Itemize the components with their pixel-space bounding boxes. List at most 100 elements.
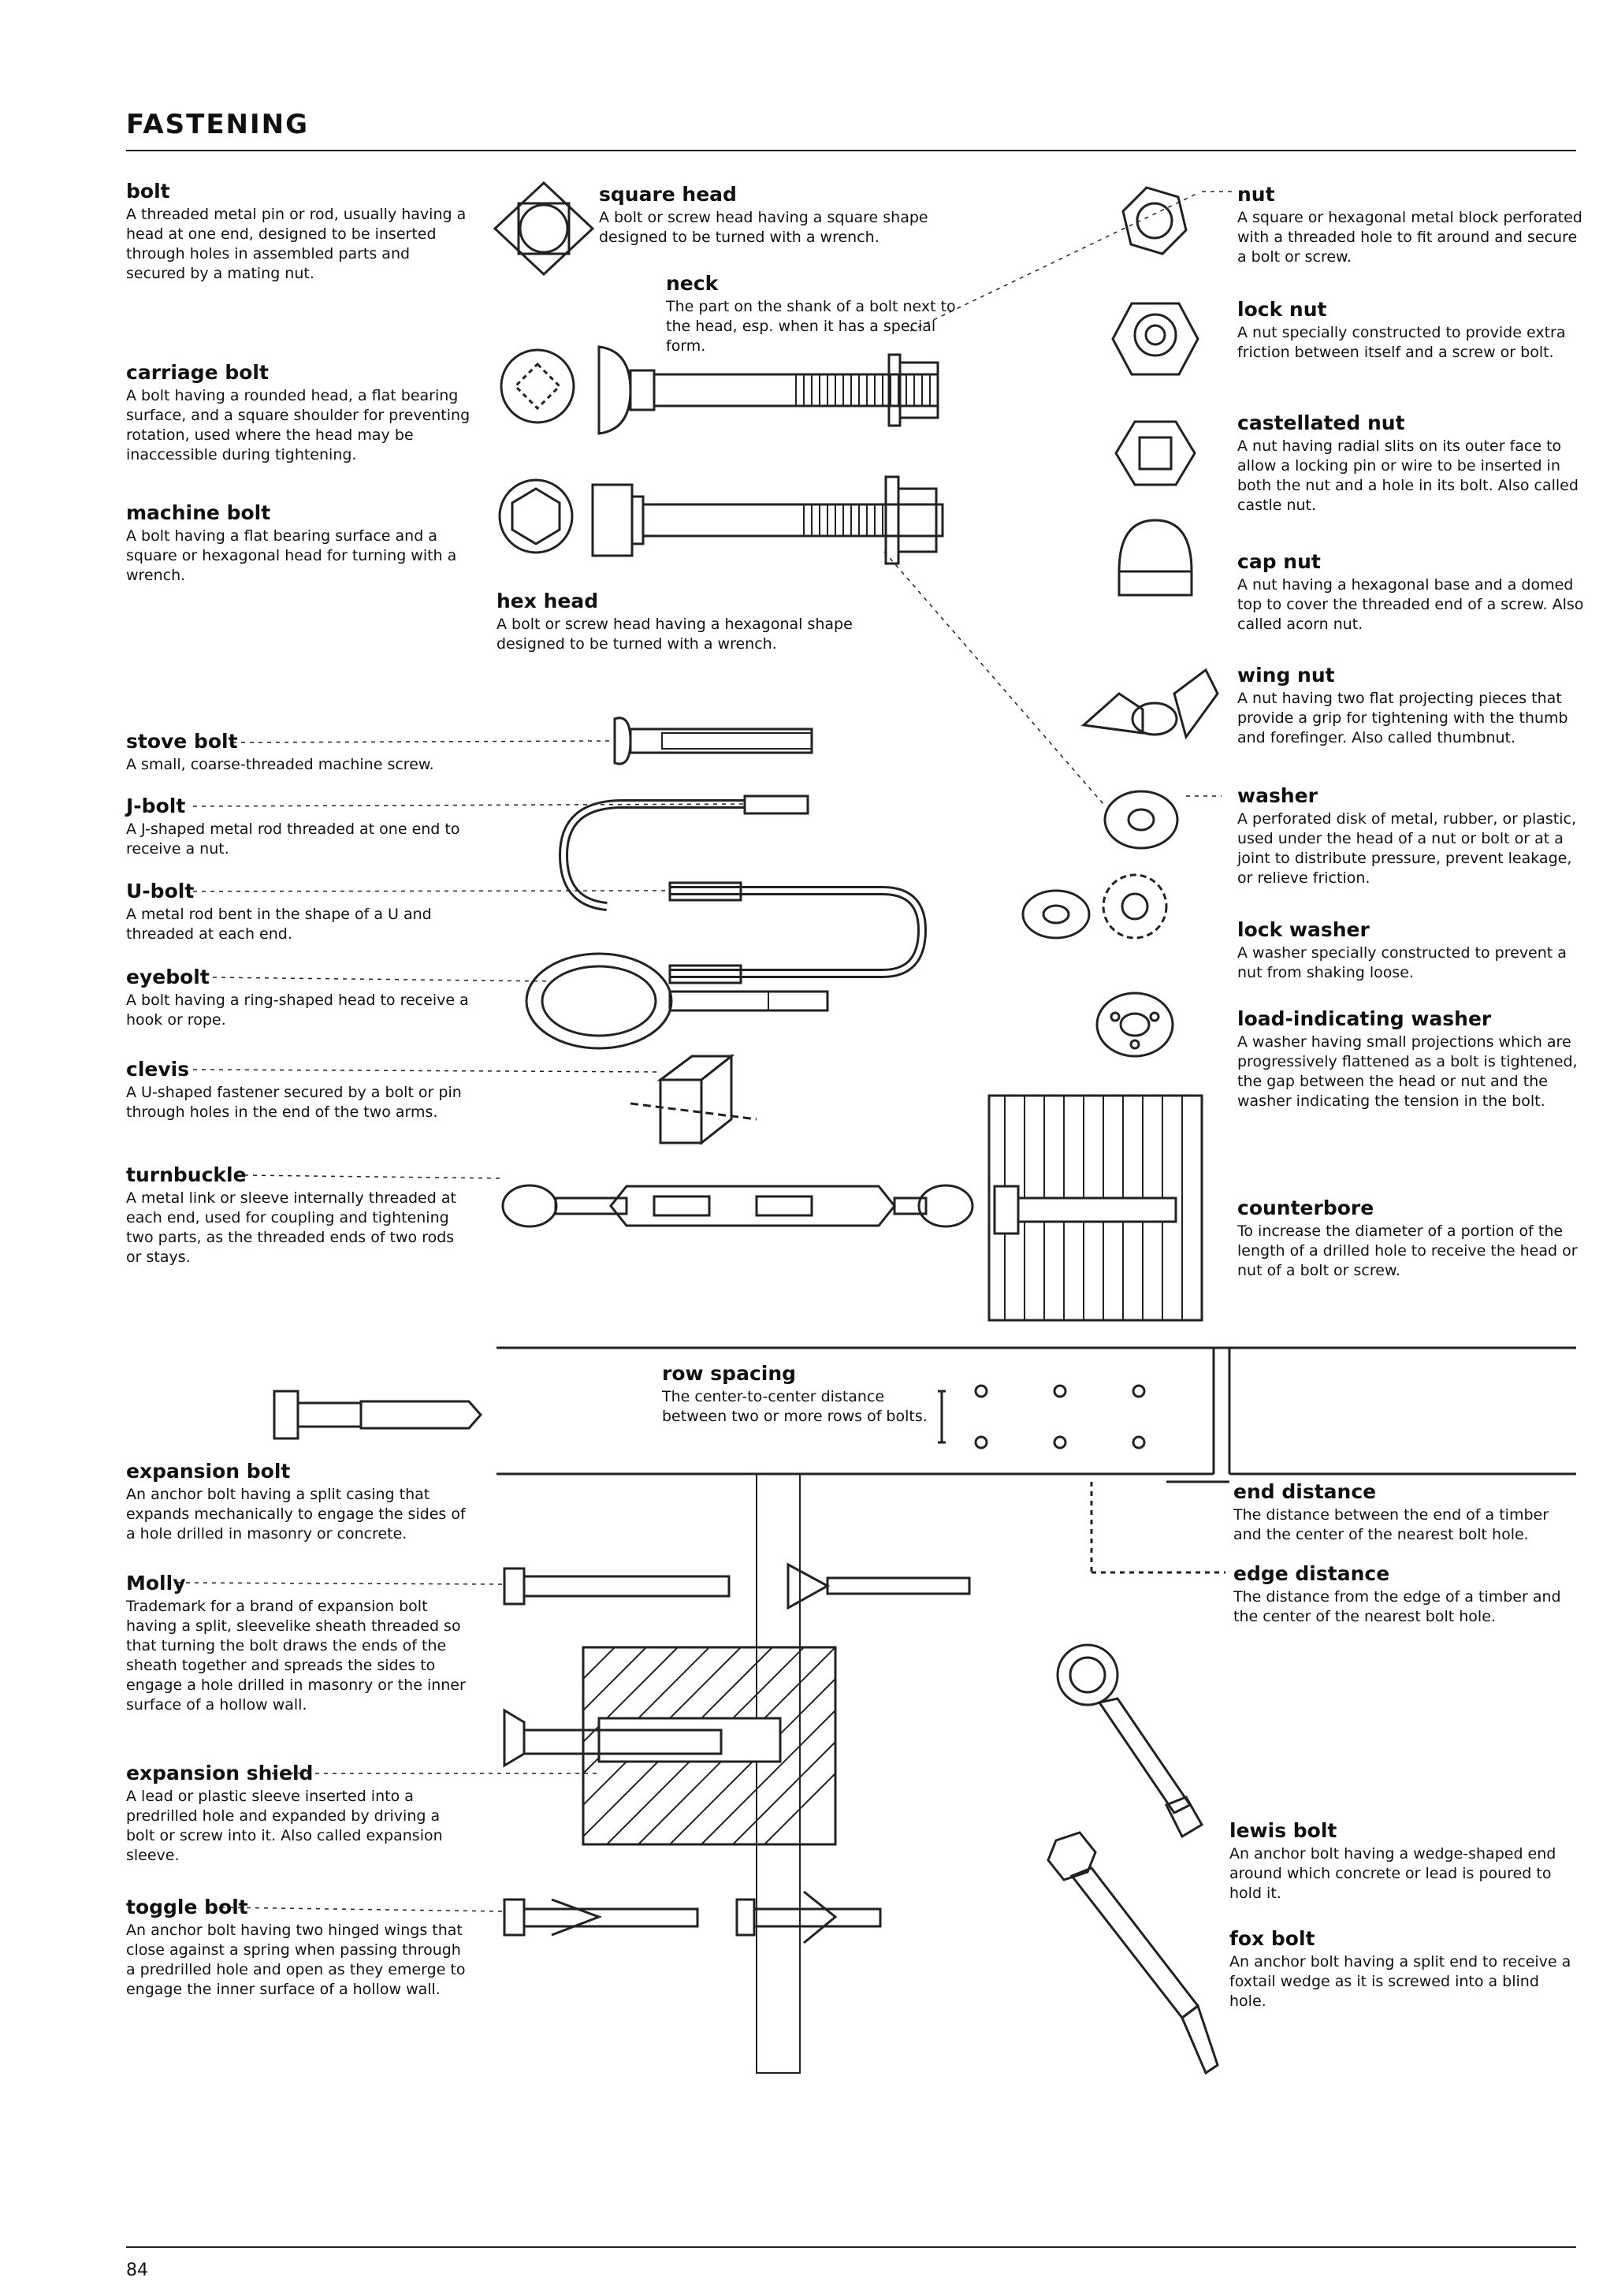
def-expansion-bolt: An anchor bolt having a split casing tha… bbox=[126, 1486, 466, 1542]
term-j-bolt: J-bolt bbox=[126, 794, 186, 817]
entry-bolt: bolt A threaded metal pin or rod, usuall… bbox=[126, 180, 473, 284]
entry-neck: neck The part on the shank of a bolt nex… bbox=[666, 272, 965, 356]
def-edge-distance: The distance from the edge of a timber a… bbox=[1233, 1588, 1561, 1625]
lock-washer-illustration bbox=[1023, 875, 1166, 938]
timber-beam-illustration bbox=[496, 1348, 1576, 1572]
def-lewis-bolt: An anchor bolt having a wedge-shaped end… bbox=[1229, 1845, 1556, 1902]
entry-lock-nut: lock nut A nut specially constructed to … bbox=[1237, 298, 1584, 363]
entry-end-distance: end distance The distance between the en… bbox=[1233, 1480, 1580, 1545]
term-machine-bolt: machine bolt bbox=[126, 501, 271, 524]
entry-j-bolt: J-bolt A J-shaped metal rod threaded at … bbox=[126, 794, 473, 859]
def-carriage-bolt: A bolt having a rounded head, a flat bea… bbox=[126, 387, 470, 463]
j-bolt-illustration bbox=[563, 796, 808, 906]
entry-carriage-bolt: carriage bolt A bolt having a rounded he… bbox=[126, 361, 473, 465]
entry-row-spacing: row spacing The center-to-center distanc… bbox=[662, 1362, 930, 1427]
def-fox-bolt: An anchor bolt having a split end to rec… bbox=[1229, 1953, 1571, 2010]
entry-hex-head: hex head A bolt or screw head having a h… bbox=[496, 590, 859, 654]
term-castellated-nut: castellated nut bbox=[1237, 411, 1405, 434]
entry-fox-bolt: fox bolt An anchor bolt having a split e… bbox=[1229, 1927, 1576, 2011]
turnbuckle-illustration bbox=[503, 1185, 972, 1226]
entry-turnbuckle: turnbuckle A metal link or sleeve intern… bbox=[126, 1163, 473, 1267]
entry-expansion-bolt: expansion bolt An anchor bolt having a s… bbox=[126, 1460, 473, 1544]
term-lock-washer: lock washer bbox=[1237, 918, 1370, 941]
entry-toggle-bolt: toggle bolt An anchor bolt having two hi… bbox=[126, 1896, 473, 2000]
entry-counterbore: counterbore To increase the diameter of … bbox=[1237, 1196, 1584, 1281]
stove-bolt-illustration bbox=[615, 718, 812, 764]
footer-rule bbox=[126, 2246, 1576, 2248]
term-clevis: clevis bbox=[126, 1058, 190, 1081]
term-nut: nut bbox=[1237, 183, 1275, 206]
entry-molly: Molly Trademark for a brand of expansion… bbox=[126, 1572, 473, 1715]
u-bolt-illustration bbox=[670, 883, 922, 983]
molly-illustration bbox=[504, 1565, 969, 1608]
def-end-distance: The distance between the end of a timber… bbox=[1233, 1506, 1549, 1543]
def-u-bolt: A metal rod bent in the shape of a U and… bbox=[126, 906, 432, 943]
fox-bolt-illustration bbox=[1048, 1833, 1218, 2073]
def-machine-bolt: A bolt having a flat bearing surface and… bbox=[126, 527, 457, 584]
def-square-head: A bolt or screw head having a square sha… bbox=[599, 209, 928, 246]
term-square-head: square head bbox=[599, 183, 737, 206]
entry-load-indicating-washer: load-indicating washer A washer having s… bbox=[1237, 1007, 1584, 1111]
wall-section-illustration bbox=[504, 1474, 835, 2073]
def-expansion-shield: A lead or plastic sleeve inserted into a… bbox=[126, 1788, 443, 1864]
entry-stove-bolt: stove bolt A small, coarse-threaded mach… bbox=[126, 730, 473, 775]
def-cap-nut: A nut having a hexagonal base and a dome… bbox=[1237, 576, 1584, 633]
entry-clevis: clevis A U-shaped fastener secured by a … bbox=[126, 1058, 473, 1122]
term-lock-nut: lock nut bbox=[1237, 298, 1327, 321]
load-indicating-washer-illustration bbox=[1097, 993, 1173, 1056]
term-stove-bolt: stove bolt bbox=[126, 730, 238, 753]
wing-nut-illustration bbox=[1084, 670, 1218, 737]
entry-lewis-bolt: lewis bolt An anchor bolt having a wedge… bbox=[1229, 1819, 1576, 1903]
entry-lock-washer: lock washer A washer specially construct… bbox=[1237, 918, 1584, 983]
def-castellated-nut: A nut having radial slits on its outer f… bbox=[1237, 437, 1579, 514]
term-load-indicating-washer: load-indicating washer bbox=[1237, 1007, 1492, 1030]
def-neck: The part on the shank of a bolt next to … bbox=[666, 298, 956, 355]
term-washer: washer bbox=[1237, 784, 1318, 807]
term-edge-distance: edge distance bbox=[1233, 1562, 1390, 1585]
def-toggle-bolt: An anchor bolt having two hinged wings t… bbox=[126, 1922, 466, 1998]
def-eyebolt: A bolt having a ring-shaped head to rece… bbox=[126, 992, 469, 1029]
page-title: FASTENING bbox=[126, 109, 310, 140]
term-neck: neck bbox=[666, 272, 719, 295]
page-number: 84 bbox=[126, 2261, 148, 2280]
square-head-illustration bbox=[495, 183, 593, 274]
hex-head-end-view bbox=[500, 480, 572, 553]
toggle-bolt-illustration bbox=[504, 1892, 880, 1943]
carriage-bolt-illustration bbox=[599, 347, 938, 434]
header-rule bbox=[126, 150, 1576, 151]
term-row-spacing: row spacing bbox=[662, 1362, 797, 1385]
def-turnbuckle: A metal link or sleeve internally thread… bbox=[126, 1189, 456, 1266]
term-counterbore: counterbore bbox=[1237, 1196, 1374, 1219]
entry-wing-nut: wing nut A nut having two flat projectin… bbox=[1237, 664, 1584, 748]
entry-nut: nut A square or hexagonal metal block pe… bbox=[1237, 183, 1584, 267]
def-nut: A square or hexagonal metal block perfor… bbox=[1237, 209, 1582, 266]
term-wing-nut: wing nut bbox=[1237, 664, 1335, 687]
term-toggle-bolt: toggle bolt bbox=[126, 1896, 248, 1918]
term-hex-head: hex head bbox=[496, 590, 599, 612]
entry-edge-distance: edge distance The distance from the edge… bbox=[1233, 1562, 1580, 1627]
term-eyebolt: eyebolt bbox=[126, 966, 210, 988]
def-stove-bolt: A small, coarse-threaded machine screw. bbox=[126, 756, 434, 773]
entry-u-bolt: U-bolt A metal rod bent in the shape of … bbox=[126, 880, 473, 944]
term-cap-nut: cap nut bbox=[1237, 550, 1321, 573]
clevis-illustration bbox=[630, 1056, 757, 1143]
term-bolt: bolt bbox=[126, 180, 170, 203]
entry-eyebolt: eyebolt A bolt having a ring-shaped head… bbox=[126, 966, 473, 1030]
def-j-bolt: A J-shaped metal rod threaded at one end… bbox=[126, 821, 460, 858]
def-counterbore: To increase the diameter of a portion of… bbox=[1237, 1222, 1578, 1279]
nut-illustration bbox=[1123, 188, 1186, 254]
carriage-bolt-end-view bbox=[501, 350, 574, 422]
entry-expansion-shield: expansion shield A lead or plastic sleev… bbox=[126, 1762, 473, 1866]
term-lewis-bolt: lewis bolt bbox=[1229, 1819, 1337, 1842]
eyebolt-illustration bbox=[526, 954, 827, 1048]
term-expansion-shield: expansion shield bbox=[126, 1762, 314, 1784]
entry-cap-nut: cap nut A nut having a hexagonal base an… bbox=[1237, 550, 1584, 634]
castellated-nut-illustration bbox=[1116, 422, 1195, 485]
machine-bolt-illustration bbox=[593, 477, 943, 564]
expansion-bolt-illustration bbox=[274, 1391, 481, 1438]
entry-machine-bolt: machine bolt A bolt having a flat bearin… bbox=[126, 501, 473, 586]
def-bolt: A threaded metal pin or rod, usually hav… bbox=[126, 206, 467, 282]
washer-illustration bbox=[1105, 791, 1177, 848]
term-u-bolt: U-bolt bbox=[126, 880, 195, 902]
